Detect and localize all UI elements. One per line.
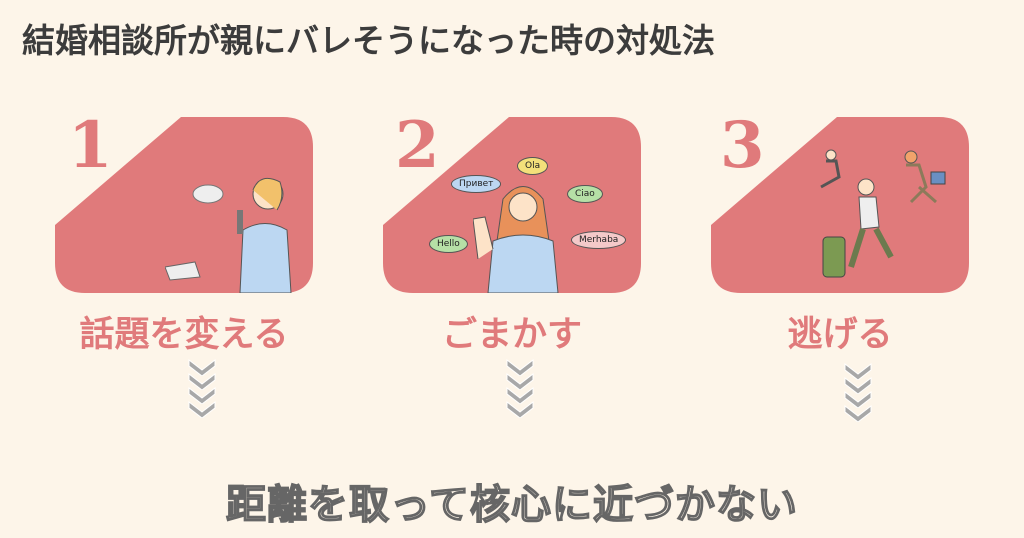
- speech-bubble: Ciao: [567, 185, 603, 203]
- down-chevrons-icon: [843, 362, 873, 422]
- step-label: 逃げる: [787, 315, 893, 355]
- step-card-3: [711, 117, 969, 293]
- step-number: 3: [720, 108, 765, 183]
- waving-woman-illustration-icon: [473, 186, 559, 293]
- down-chevrons-icon: [505, 358, 535, 418]
- step-card-2: Привет Ola Ciao Hello Merhaba: [383, 117, 641, 293]
- card-background: [711, 117, 969, 293]
- step-label: ごまかす: [441, 315, 582, 355]
- step-number: 2: [395, 108, 440, 183]
- down-chevrons-icon: [187, 358, 217, 418]
- speaker-illustration-icon: [165, 177, 292, 293]
- speech-bubble: Hello: [429, 235, 468, 253]
- running-people-illustration-icon: [820, 149, 946, 278]
- conclusion-text: 距離を取って核心に近づかない: [225, 481, 798, 529]
- step-card-1: [55, 117, 313, 293]
- step-label: 話題を変える: [79, 315, 289, 355]
- speech-bubble: Привет: [451, 175, 502, 193]
- speech-bubble: Merhaba: [571, 231, 627, 249]
- speech-bubble: Ola: [517, 157, 549, 175]
- step-number: 1: [68, 108, 113, 183]
- page-title: 結婚相談所が親にバレそうになった時の対処法: [22, 21, 715, 60]
